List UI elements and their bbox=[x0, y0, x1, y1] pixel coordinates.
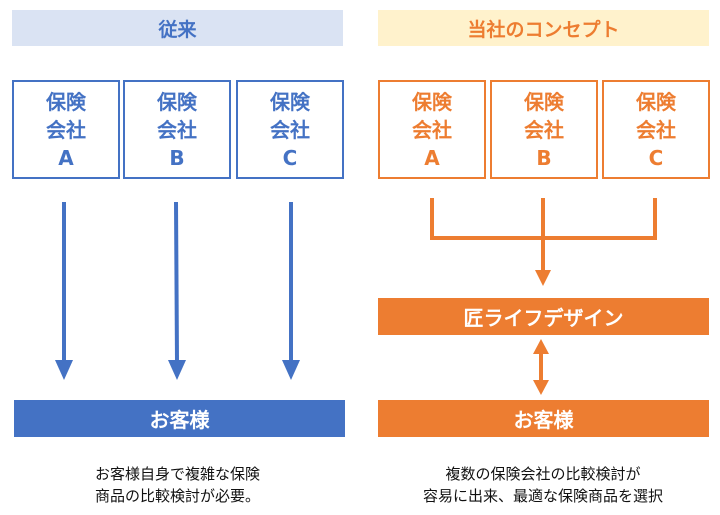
left-caption-line2: 商品の比較検討が必要。 bbox=[94, 487, 260, 505]
left-company-c-letter: C bbox=[282, 145, 298, 170]
traditional-header-label: 従来 bbox=[158, 18, 197, 41]
left-caption: お客様自身で複雑な保険 商品の比較検討が必要。 bbox=[12, 463, 343, 507]
right-company-c-box: 保険 会社 C bbox=[602, 80, 710, 179]
right-company-b-box: 保険 会社 B bbox=[490, 80, 598, 179]
right-company-c-letter: C bbox=[648, 145, 664, 170]
right-company-b-line1: 保険 bbox=[524, 89, 564, 114]
right-caption-line1: 複数の保険会社の比較検討が bbox=[445, 465, 641, 483]
concept-header-label: 当社のコンセプト bbox=[467, 18, 620, 41]
right-company-a-line1: 保険 bbox=[412, 89, 452, 114]
right-company-b-line2: 会社 bbox=[524, 117, 564, 142]
left-company-c-box: 保険 会社 C bbox=[236, 80, 344, 179]
left-company-b-line2: 会社 bbox=[157, 117, 197, 142]
left-arrow-c bbox=[282, 202, 300, 380]
left-company-a-line1: 保険 bbox=[46, 89, 86, 114]
right-company-a-line2: 会社 bbox=[412, 117, 452, 142]
traditional-header: 従来 bbox=[12, 10, 343, 46]
intermediary-bar: 匠ライフデザイン bbox=[378, 298, 709, 335]
right-customer-label: お客様 bbox=[513, 408, 574, 432]
right-merge-connector bbox=[430, 198, 657, 286]
left-arrow-a bbox=[55, 202, 73, 380]
left-company-a-box: 保険 会社 A bbox=[12, 80, 120, 179]
right-customer-bar: お客様 bbox=[378, 400, 709, 437]
left-customer-label: お客様 bbox=[149, 408, 210, 432]
right-company-c-line1: 保険 bbox=[636, 89, 676, 114]
left-company-b-box: 保険 会社 B bbox=[123, 80, 231, 179]
concept-header: 当社のコンセプト bbox=[378, 10, 709, 46]
left-company-c-line2: 会社 bbox=[270, 117, 310, 142]
right-company-c-line2: 会社 bbox=[636, 117, 676, 142]
left-caption-line1: お客様自身で複雑な保険 bbox=[94, 465, 260, 483]
right-company-b-letter: B bbox=[536, 145, 552, 170]
right-caption-line2: 容易に出来、最適な保険商品を選択 bbox=[422, 487, 663, 505]
right-company-a-box: 保険 会社 A bbox=[378, 80, 486, 179]
left-company-a-line2: 会社 bbox=[46, 117, 86, 142]
left-company-b-letter: B bbox=[169, 145, 185, 170]
right-company-a-letter: A bbox=[424, 145, 440, 170]
left-customer-bar: お客様 bbox=[14, 400, 345, 437]
left-company-b-line1: 保険 bbox=[157, 89, 197, 114]
left-arrow-b bbox=[168, 201, 186, 380]
left-company-c-line1: 保険 bbox=[270, 89, 310, 114]
intermediary-label: 匠ライフデザイン bbox=[463, 306, 624, 330]
right-double-arrow bbox=[533, 339, 549, 395]
right-caption: 複数の保険会社の比較検討が 容易に出来、最適な保険商品を選択 bbox=[372, 463, 714, 507]
left-company-a-letter: A bbox=[58, 145, 74, 170]
